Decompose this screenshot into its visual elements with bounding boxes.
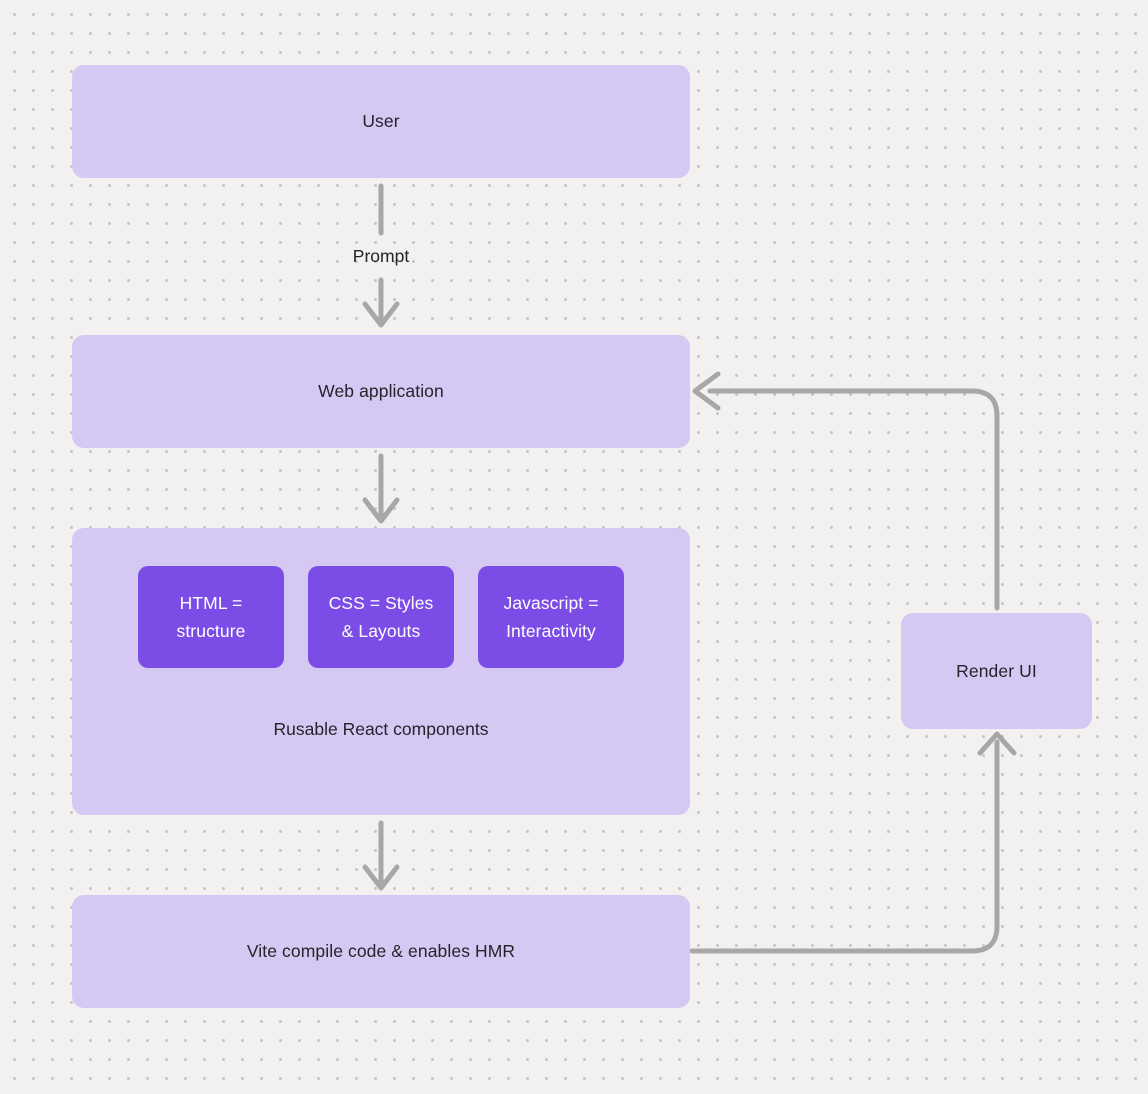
chip-css-line1: CSS = Styles [328,593,434,613]
components-group-caption: Rusable React components [273,719,489,739]
node-vite-label: Vite compile code & enables HMR [246,941,516,961]
edge-label-prompt: Prompt [352,246,410,266]
chip-javascript-line1: Javascript = [503,593,599,613]
connector-vite-to-renderui [689,739,1000,954]
node-web-application[interactable]: Web application [72,335,690,448]
chip-javascript[interactable]: Javascript = Interactivity [478,566,624,668]
chip-javascript-line2: Interactivity [506,621,596,641]
arrowhead-down-webapp [362,301,400,328]
arrowhead-up-renderui [977,731,1017,756]
node-components-group[interactable]: HTML = structure CSS = Styles & Layouts … [72,528,690,815]
node-vite[interactable]: Vite compile code & enables HMR [72,895,690,1008]
node-web-application-label: Web application [318,381,444,401]
chip-css[interactable]: CSS = Styles & Layouts [308,566,454,668]
chip-css-line2: & Layouts [341,621,421,641]
chip-html-line1: HTML = [179,593,243,613]
node-user[interactable]: User [72,65,690,178]
chip-html-line2: structure [176,621,246,641]
components-chip-row: HTML = structure CSS = Styles & Layouts … [72,566,690,668]
arrowhead-down-vite [362,864,400,891]
chip-html[interactable]: HTML = structure [138,566,284,668]
node-user-label: User [362,111,400,131]
node-render-ui-label: Render UI [956,660,1037,681]
arrowhead-down-components [362,497,400,524]
node-render-ui[interactable]: Render UI [901,613,1092,729]
connector-renderui-to-webapp [707,388,1000,611]
arrowhead-left-webapp [692,371,721,411]
